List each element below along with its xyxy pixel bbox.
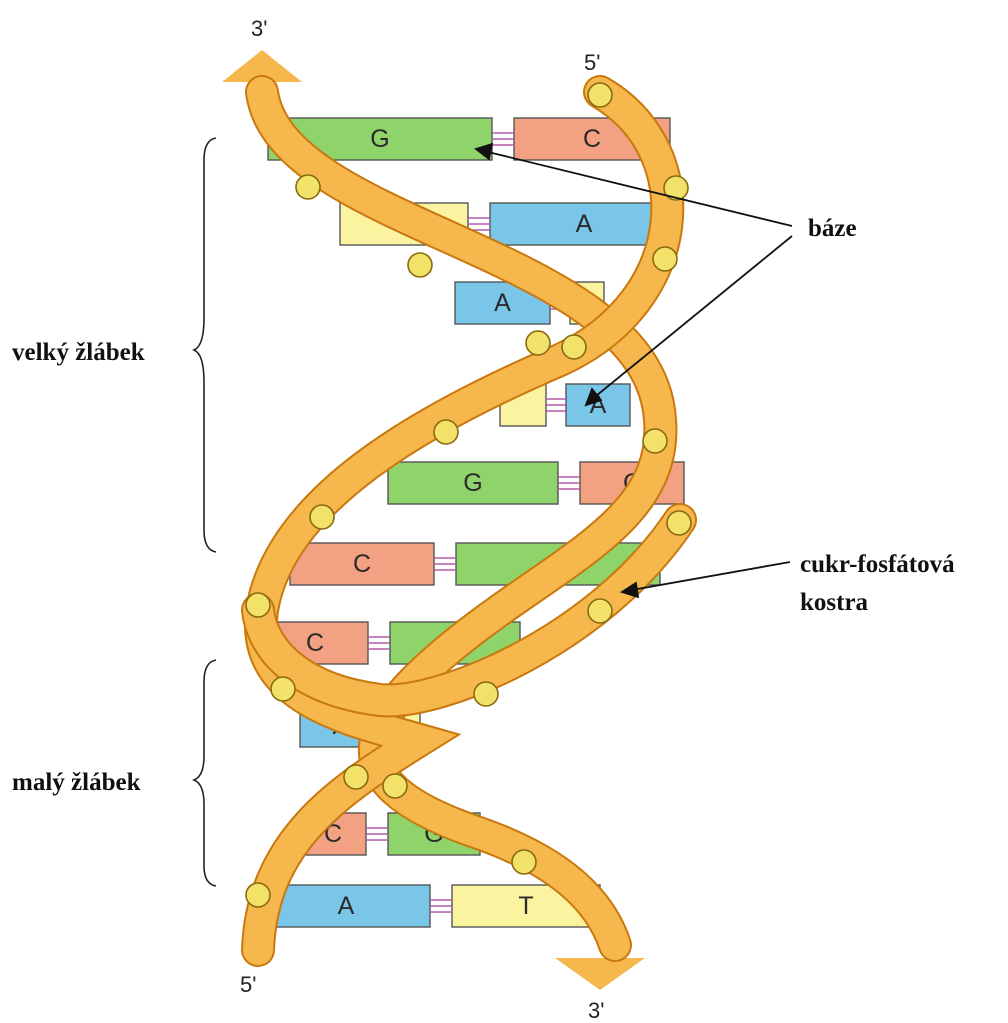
top-left-end-label: 3' [251, 16, 267, 41]
backbone-label-line2: kostra [800, 589, 869, 616]
phosphate-circle [383, 774, 407, 798]
right-base-letter: A [576, 210, 593, 238]
bottom-right-end-label: 3' [588, 998, 604, 1023]
right-base-letter: C [583, 125, 601, 153]
phosphate-circle [408, 253, 432, 277]
phosphate-circle [310, 505, 334, 529]
phosphate-circle [588, 599, 612, 623]
major-groove-brace [194, 138, 216, 552]
bases-label: báze [808, 215, 857, 242]
phosphate-circle [474, 682, 498, 706]
minor-groove-label: malý žlábek [12, 769, 141, 796]
phosphate-circle [296, 175, 320, 199]
bottom-left-end-label: 5' [240, 972, 256, 997]
phosphate-circle [271, 677, 295, 701]
right-base-letter: T [518, 892, 533, 920]
top-right-end-label: 5' [584, 50, 600, 75]
left-base-letter: G [463, 469, 482, 497]
phosphate-circle [588, 83, 612, 107]
phosphate-circle [667, 511, 691, 535]
minor-groove-brace [194, 660, 216, 886]
left-base-letter: C [306, 629, 324, 657]
phosphate-circle [562, 335, 586, 359]
phosphate-circle [246, 593, 270, 617]
backbone-label-line1: cukr-fosfátová [800, 551, 955, 578]
phosphate-circle [526, 331, 550, 355]
left-base-letter: A [494, 289, 511, 317]
left-base-letter: A [338, 892, 355, 920]
bottom-right-strand-arrowhead [555, 958, 645, 990]
phosphate-circle [344, 765, 368, 789]
major-groove-label: velký žlábek [12, 339, 145, 366]
phosphate-circle [246, 883, 270, 907]
left-base-letter: C [353, 550, 371, 578]
phosphate-circle [512, 850, 536, 874]
phosphate-circle [653, 247, 677, 271]
phosphate-circle [434, 420, 458, 444]
left-base-letter: G [370, 125, 389, 153]
phosphate-circle [643, 429, 667, 453]
